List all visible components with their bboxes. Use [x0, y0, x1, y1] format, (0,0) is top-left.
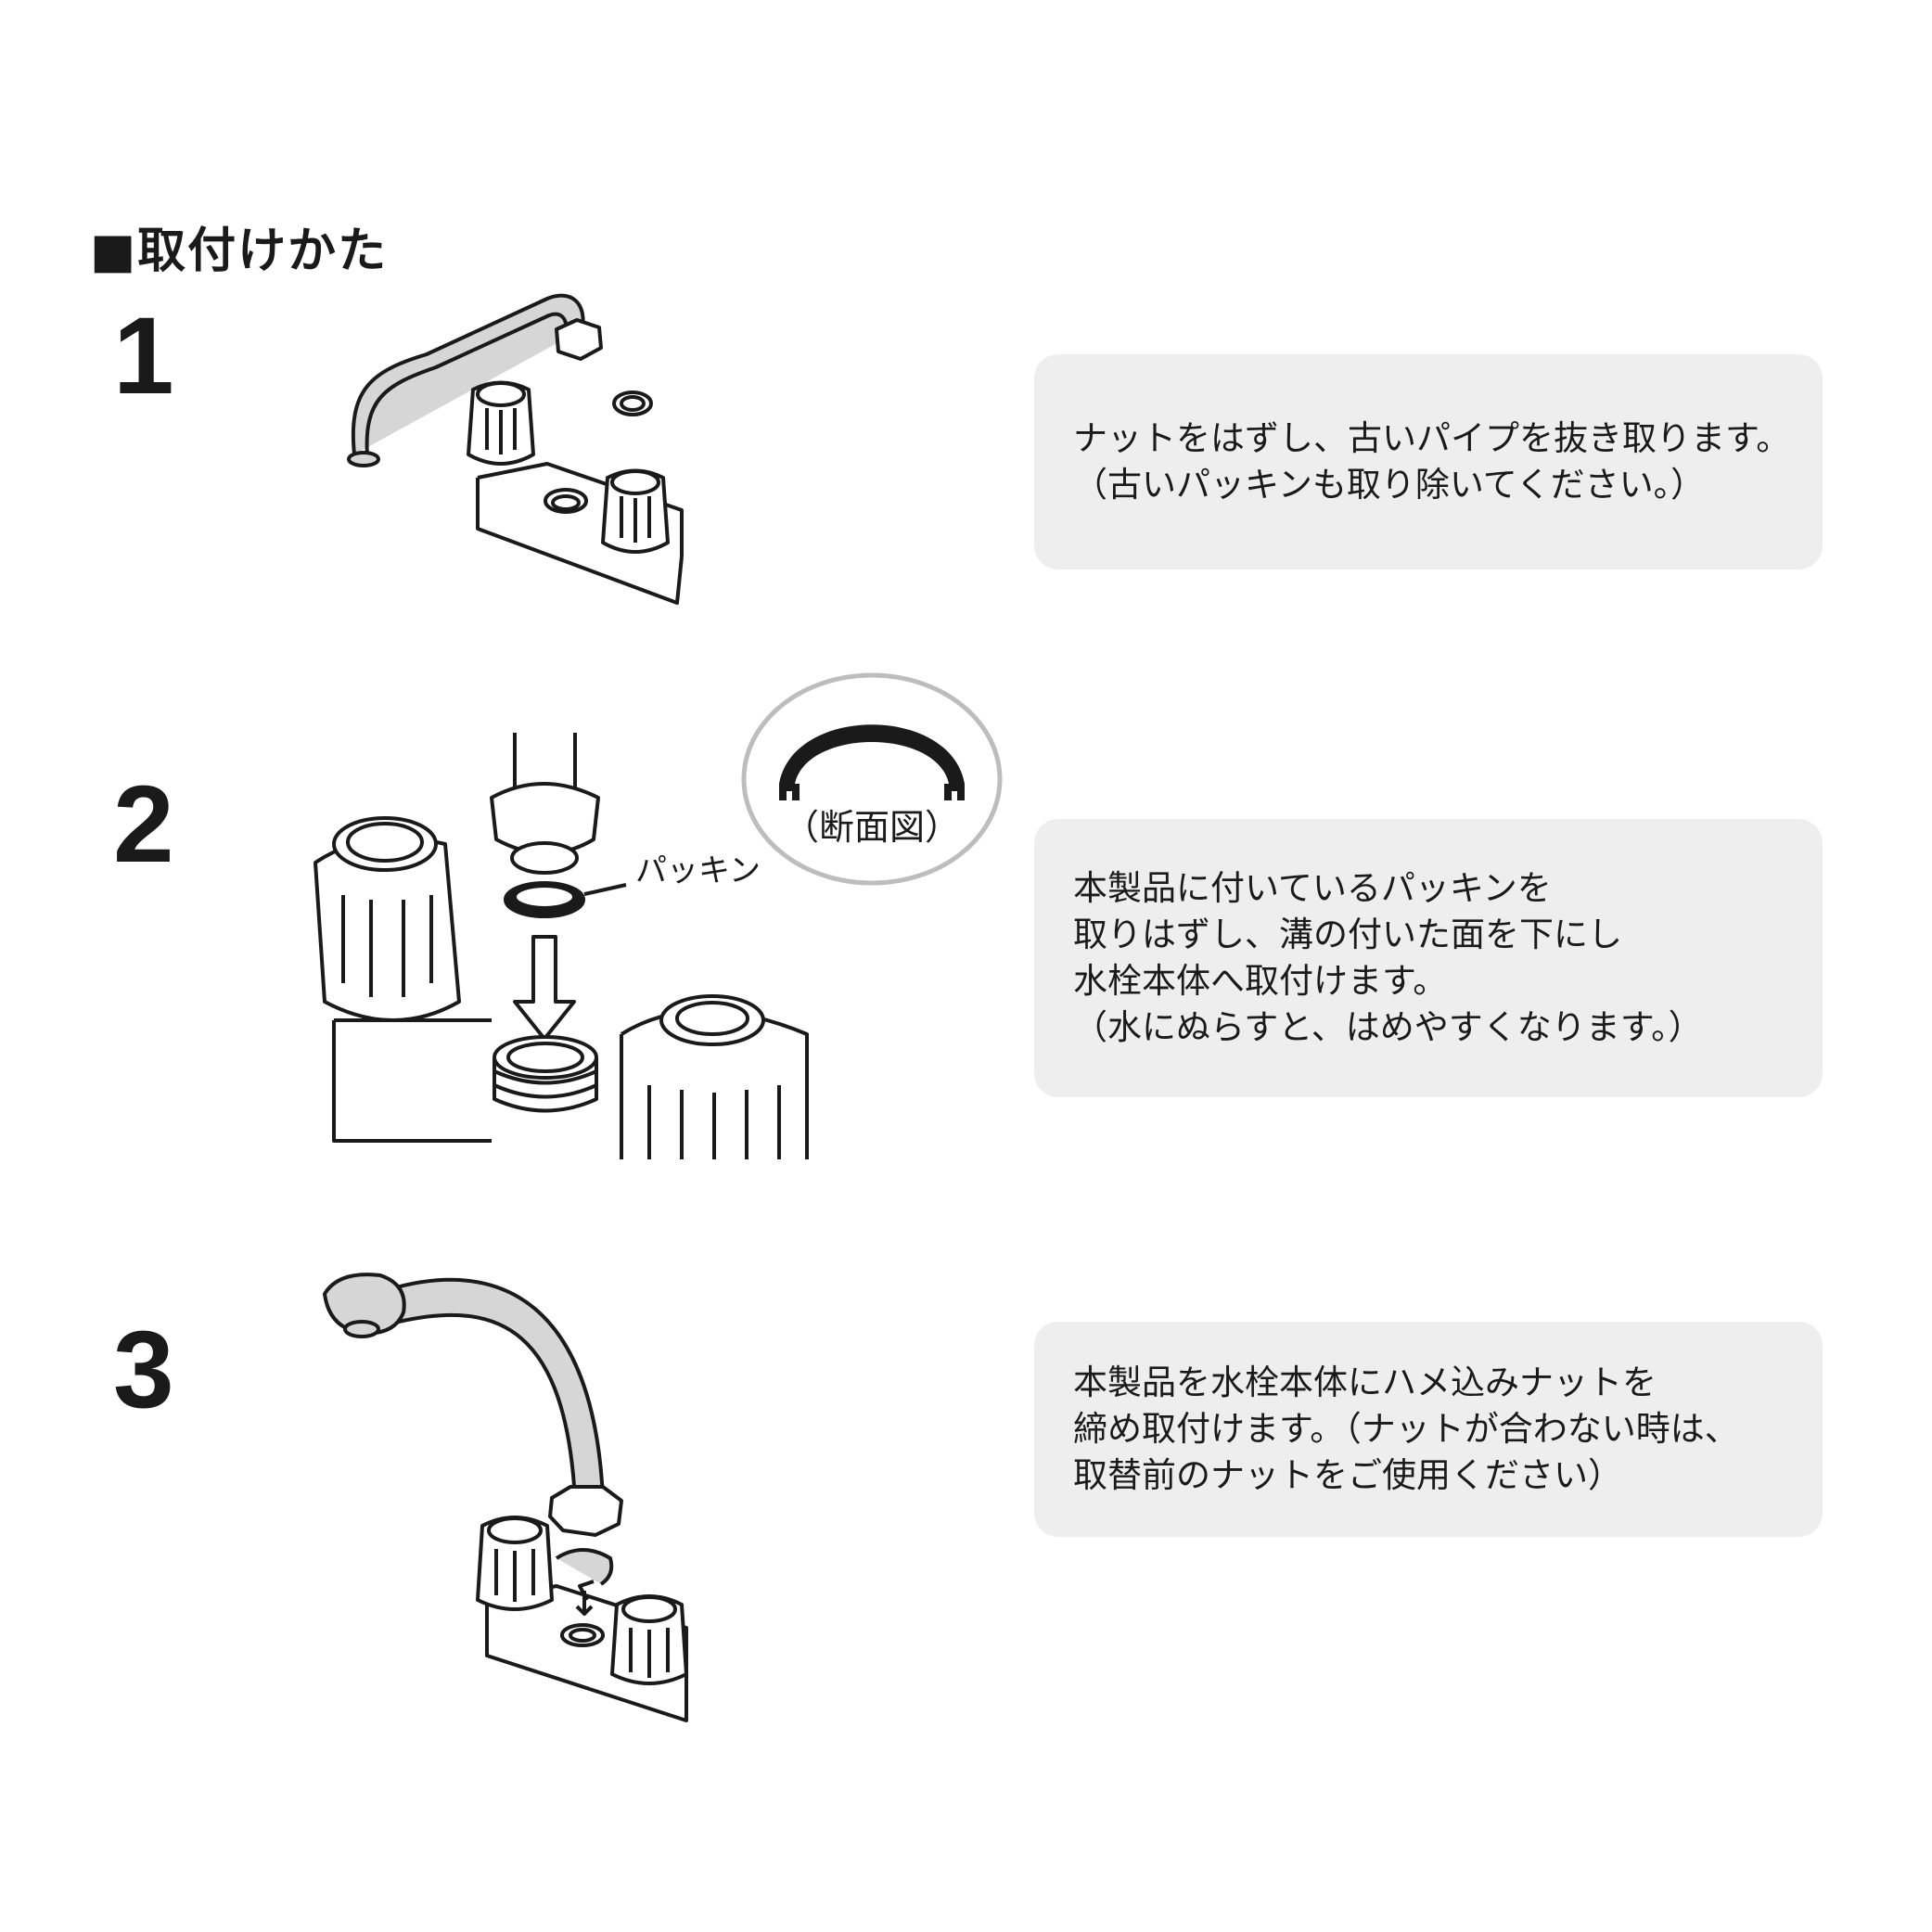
step-1-number: 1 [113, 295, 174, 417]
cross-section-label: （断面図） [784, 807, 960, 848]
step-2-line: 本製品に付いているパッキンを [1073, 868, 1552, 908]
page-heading: ■取付けかた [90, 224, 389, 279]
step-2-number: 2 [113, 763, 174, 886]
step-1-note: ナットをはずし、古いパイプを抜き取ります。 （古いパッキンも取り除いてください。… [1034, 354, 1823, 569]
step-3-number: 3 [113, 1309, 174, 1431]
step-3-line: 本製品を水栓本体にハメ込みナットを [1073, 1363, 1657, 1402]
step-2-line: 水栓本体へ取付けます。 [1073, 961, 1448, 1001]
step-2-note: 本製品に付いているパッキンを 取りはずし、溝の付いた面を下にし 水栓本体へ取付け… [1034, 819, 1823, 1097]
step-1-line: ナットをはずし、古いパイプを抜き取ります。 [1073, 418, 1791, 458]
step-2-line: 取りはずし、溝の付いた面を下にし [1073, 915, 1622, 954]
packing-insertion-illustration: パッキン [313, 733, 809, 1159]
step-3-note: 本製品を水栓本体にハメ込みナットを 締め取付けます。（ナットが合わない時は、 取… [1034, 1322, 1823, 1537]
faucet-install-illustration [323, 1273, 688, 1722]
faucet-removal-illustration [347, 293, 684, 605]
cross-section-diagram: （断面図） [741, 672, 1003, 886]
step-2-line: （水にぬらすと、はめやすくなります。） [1073, 1007, 1703, 1047]
step-3-line: 取替前のナットをご使用ください） [1073, 1455, 1622, 1495]
step-3-line: 締め取付けます。（ナットが合わない時は、 [1073, 1409, 1739, 1449]
packing-label: パッキン [635, 852, 761, 889]
step-1-line: （古いパッキンも取り除いてください。） [1073, 465, 1706, 505]
